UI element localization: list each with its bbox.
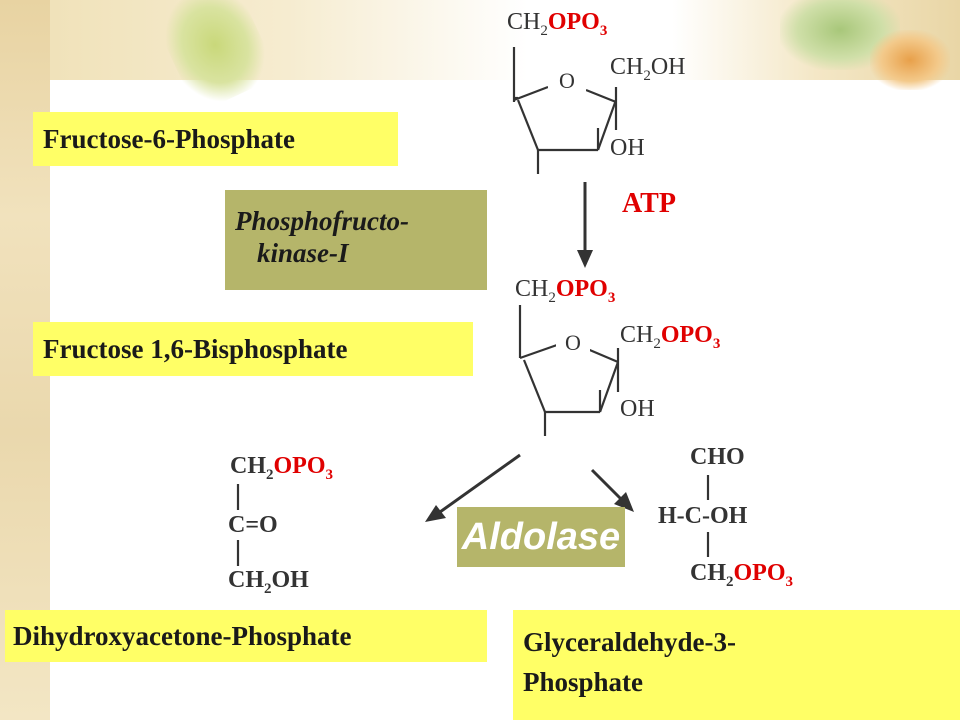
bond-line [516, 99, 540, 151]
ring-oxygen-2: O [556, 326, 590, 360]
g3p-c3-group: CH2OPO3 [690, 560, 793, 590]
f16bp-c1-group: CH2OPO3 [515, 276, 616, 306]
furanose-ring-2 [518, 305, 620, 436]
bond-line [513, 85, 549, 102]
label-fructose-6-phosphate: Fructose-6-Phosphate [33, 112, 398, 166]
f16bp-hydroxyl: OH [620, 396, 655, 422]
bond-line [598, 361, 620, 413]
furanose-ring-1 [512, 47, 618, 174]
enzyme-box-pfk: Phosphofructo- kinase-I [225, 190, 487, 290]
label-glyceraldehyde-3-phosphate: Glyceraldehyde-3- Phosphate [513, 610, 960, 720]
enzyme-name-line1: Phosphofructo- [235, 206, 410, 236]
g3p-label-line1: Glyceraldehyde-3- [523, 627, 736, 657]
g3p-c2-group: H-C-OH [658, 503, 748, 529]
arrow-to-g3p [590, 468, 634, 512]
enzyme-box-aldolase: Aldolase [457, 507, 625, 567]
dhap-c3-group: CH2OH [228, 567, 309, 597]
dhap-c1-group: CH2OPO3 [230, 453, 333, 483]
bond-line [584, 346, 619, 364]
f6p-hydroxyl: OH [610, 135, 645, 161]
g3p-label-line2: Phosphate [523, 667, 644, 697]
f6p-c1-group: CH2OPO3 [507, 9, 608, 39]
bond-line [519, 343, 558, 360]
bond-line [585, 88, 617, 104]
f16bp-c6-group: CH2OPO3 [620, 322, 721, 352]
label-fructose-1-6-bisphosphate: Fructose 1,6-Bisphosphate [33, 322, 473, 376]
enzyme-name-line2: kinase-I [257, 238, 349, 268]
atp-label: ATP [622, 188, 676, 219]
g3p-aldehyde: CHO [690, 444, 745, 470]
arrow-to-dhap [425, 453, 521, 522]
ring-oxygen-1: O [548, 64, 586, 98]
label-dihydroxyacetone-phosphate: Dihydroxyacetone-Phosphate [5, 610, 487, 662]
bond-line [596, 99, 618, 151]
leaf-decoration [870, 30, 950, 90]
f6p-c6-group: CH2OH [610, 54, 686, 84]
dhap-carbonyl: C=O [228, 512, 278, 538]
bond-line [522, 359, 547, 413]
arrow-down-atp [577, 182, 593, 268]
